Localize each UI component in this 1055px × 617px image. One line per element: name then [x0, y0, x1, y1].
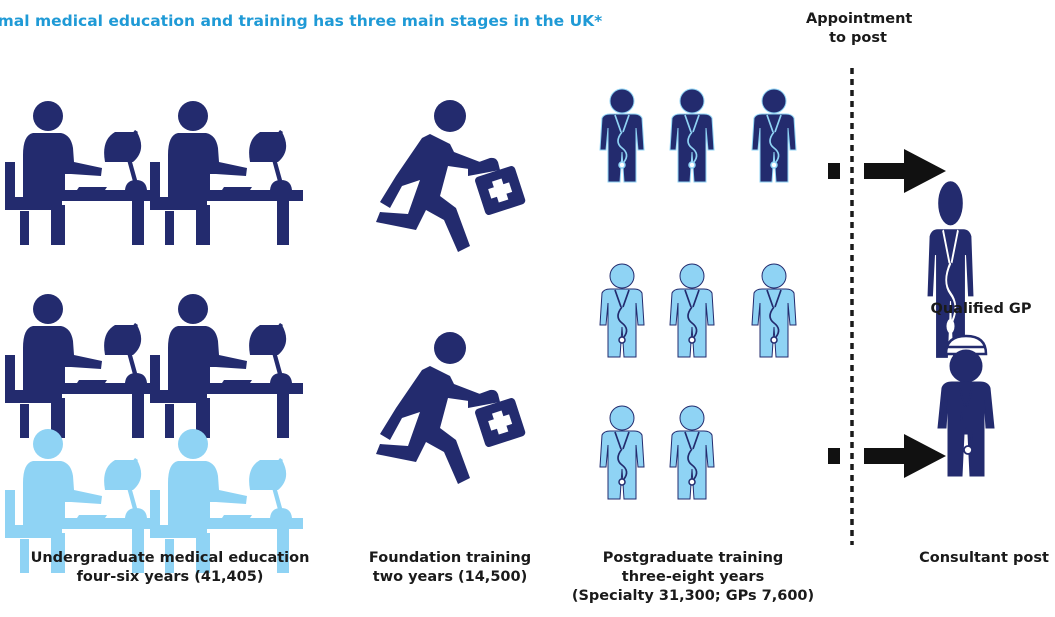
doctor-icon	[751, 88, 797, 183]
foundation-runners-group	[376, 100, 527, 484]
student-at-desk-icon	[150, 101, 303, 245]
running-doctor-icon	[376, 100, 527, 252]
consultant-caption: Consultant post	[919, 550, 1049, 566]
arrow-right-icon	[864, 434, 946, 478]
undergraduate-students-group	[5, 101, 303, 573]
doctor-icon	[599, 263, 645, 358]
figure-title: rmal medical education and training has …	[0, 12, 603, 30]
doctor-icon	[751, 263, 797, 358]
arrow-tail-block	[828, 448, 840, 464]
doctor-icon	[669, 405, 715, 500]
appointment-label: Appointment to post	[806, 11, 913, 46]
student-at-desk-icon	[5, 294, 158, 438]
doctor-icon	[669, 263, 715, 358]
doctor-icon	[599, 88, 645, 183]
postgraduate-caption: Postgraduate training three-eight years …	[571, 550, 815, 604]
running-doctor-icon	[376, 332, 527, 484]
postgraduate-doctors-group	[599, 88, 797, 500]
arrow-right-icon	[864, 149, 946, 193]
student-at-desk-icon	[150, 294, 303, 438]
arrow-tail-block	[828, 163, 840, 179]
doctor-icon	[669, 88, 715, 183]
student-at-desk-icon	[5, 101, 158, 245]
qualified-gp-caption: Qualified GP	[930, 301, 1032, 317]
arrows-group	[828, 149, 946, 478]
doctor-icon	[599, 405, 645, 500]
undergraduate-caption: Undergraduate medical education four-six…	[30, 550, 310, 585]
gp-doctor-icon	[925, 178, 976, 361]
foundation-caption: Foundation training two years (14,500)	[368, 550, 532, 585]
